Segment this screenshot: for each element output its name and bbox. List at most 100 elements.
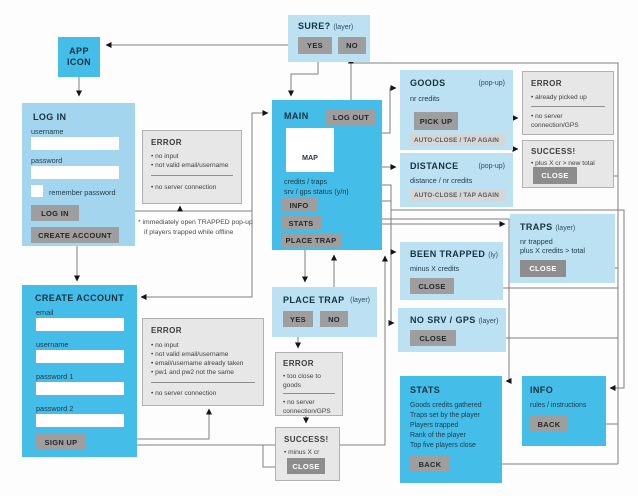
- stats-line: Goods credits gathered: [410, 402, 482, 409]
- login-error-title: ERROR: [151, 138, 182, 147]
- been-trapped-line: minus X credits: [410, 264, 460, 273]
- create-error-title: ERROR: [151, 326, 182, 335]
- goods-success-box: SUCCESS! plus X cr > new total CLOSE: [522, 140, 614, 188]
- sure-layer: SURE? (layer) YES NO: [288, 15, 370, 62]
- create-error-item: no input: [151, 341, 178, 350]
- main-title: MAIN: [284, 111, 309, 121]
- credits-traps-status: credits / traps: [284, 177, 328, 186]
- place-error-item: too close to goods: [283, 372, 335, 390]
- stats-screen: STATS Goods credits gathered Traps set b…: [400, 376, 502, 483]
- distance-tag: (pop-up): [478, 163, 505, 170]
- info-title: INFO: [530, 385, 554, 395]
- divider: [531, 106, 605, 107]
- email-label: email: [36, 308, 54, 317]
- info-button[interactable]: INFO: [281, 198, 317, 212]
- stats-back-button[interactable]: BACK: [410, 456, 450, 472]
- place-trap-button[interactable]: PLACE TRAP: [281, 233, 341, 248]
- map-widget[interactable]: MAP: [286, 128, 334, 172]
- password2-input[interactable]: [36, 414, 124, 427]
- sure-yes-button[interactable]: YES: [298, 37, 332, 54]
- stats-line: Rank of the player: [410, 432, 466, 439]
- goods-success-title: SUCCESS!: [531, 147, 576, 156]
- goods-error-box: ERROR already picked up no server connec…: [522, 71, 614, 135]
- traps-close-button[interactable]: CLOSE: [520, 260, 566, 277]
- create-error-item: not valid email/username: [151, 350, 228, 359]
- app-icon[interactable]: APP ICON: [58, 37, 100, 77]
- stats-line: Top five players close: [410, 442, 476, 449]
- been-trapped-close-button[interactable]: CLOSE: [410, 278, 454, 294]
- remember-checkbox[interactable]: [31, 185, 43, 197]
- remember-label: remember password: [49, 188, 116, 197]
- divider: [151, 382, 255, 383]
- main-screen: MAIN LOG OUT MAP credits / traps srv / g…: [272, 100, 382, 250]
- create-error-item: no server connection: [151, 389, 216, 398]
- sure-no-button[interactable]: NO: [338, 37, 366, 54]
- place-trap-no-button[interactable]: NO: [320, 311, 348, 327]
- pick-up-button[interactable]: PICK UP: [414, 112, 458, 130]
- place-trap-yes-button[interactable]: YES: [283, 311, 313, 327]
- login-error-item: no input: [151, 152, 178, 161]
- divider: [151, 175, 233, 176]
- goods-credits-line: nr credits: [410, 94, 440, 103]
- login-title: LOG IN: [33, 112, 67, 122]
- create-username-input[interactable]: [36, 350, 124, 363]
- create-account-button[interactable]: CREATE ACCOUNT: [31, 227, 119, 243]
- info-back-button[interactable]: BACK: [530, 416, 568, 432]
- username-label: username: [31, 127, 64, 136]
- place-error-item: no server connection/GPS: [283, 398, 339, 416]
- stats-line: Traps set by the player: [410, 412, 480, 419]
- goods-tag: (pop-up): [478, 80, 505, 87]
- logout-button[interactable]: LOG OUT: [326, 109, 376, 125]
- login-error-item: no server connection: [151, 183, 216, 192]
- no-srv-gps-layer: NO SRV / GPS (layer) CLOSE: [398, 308, 506, 352]
- place-success-title: SUCCESS!: [284, 435, 329, 444]
- password1-input[interactable]: [36, 382, 124, 395]
- password-label: password: [31, 156, 63, 165]
- distance-title: DISTANCE: [410, 161, 459, 171]
- srv-gps-status: srv / gps status (y/n): [284, 187, 349, 196]
- distance-line: distance / nr credits: [410, 176, 473, 185]
- no-srv-close-button[interactable]: CLOSE: [410, 330, 456, 346]
- trapped-footnote: * immediately open TRAPPED pop-up if pla…: [138, 219, 253, 236]
- goods-error-title: ERROR: [531, 79, 562, 88]
- place-success-box: SUCCESS! minus X cr CLOSE: [275, 427, 340, 481]
- place-close-button[interactable]: CLOSE: [287, 458, 325, 474]
- place-error-box: ERROR too close to goods no server conne…: [275, 352, 343, 416]
- create-error-item: pw1 and pw2 not the same: [151, 368, 234, 377]
- goods-title: GOODS: [410, 78, 446, 88]
- traps-line2: plus X credits > total: [520, 246, 585, 255]
- divider: [283, 393, 335, 394]
- create-account-screen: CREATE ACCOUNT email username password 1…: [22, 285, 137, 457]
- place-trap-tag: (layer): [350, 297, 370, 304]
- app-icon-label: APP ICON: [66, 46, 92, 67]
- sign-up-button[interactable]: SIGN UP: [36, 434, 86, 450]
- no-srv-title: NO SRV / GPS (layer): [410, 315, 499, 325]
- stats-title: STATS: [410, 385, 441, 395]
- place-trap-layer: PLACE TRAP (layer) YES NO: [272, 287, 377, 337]
- email-input[interactable]: [36, 318, 124, 331]
- login-error-item: not valid email/username: [151, 161, 228, 170]
- create-error-item: email/username already taken: [151, 359, 243, 368]
- sure-title: SURE? (layer): [298, 21, 354, 31]
- create-error-box: ERROR no input not valid email/username …: [142, 318, 264, 406]
- place-trap-title: PLACE TRAP: [283, 295, 345, 305]
- info-line: rules / instructions: [530, 402, 587, 409]
- traps-title: TRAPS (layer): [520, 222, 576, 232]
- login-button[interactable]: LOG IN: [31, 205, 79, 221]
- login-error-box: ERROR no input not valid email/username …: [142, 130, 242, 204]
- info-screen: INFO rules / instructions BACK: [522, 376, 606, 446]
- been-trapped-layer: BEEN TRAPPED (ly) minus X credits CLOSE: [400, 242, 503, 300]
- goods-close-button[interactable]: CLOSE: [533, 167, 577, 184]
- password-input[interactable]: [31, 166, 119, 179]
- username-input[interactable]: [31, 137, 119, 150]
- login-screen: LOG IN username password remember passwo…: [22, 103, 135, 246]
- map-label: MAP: [302, 153, 318, 162]
- password1-label: password 1: [36, 372, 74, 381]
- been-trapped-title: BEEN TRAPPED (ly): [410, 249, 498, 259]
- goods-autoclose-chip: AUTO-CLOSE / TAP AGAIN: [410, 134, 506, 146]
- traps-layer: TRAPS (layer) nr trapped plus X credits …: [510, 214, 615, 283]
- distance-autoclose-chip: AUTO-CLOSE / TAP AGAIN: [410, 189, 506, 201]
- stats-button[interactable]: STATS: [281, 216, 321, 230]
- place-success-line: minus X cr: [284, 448, 319, 457]
